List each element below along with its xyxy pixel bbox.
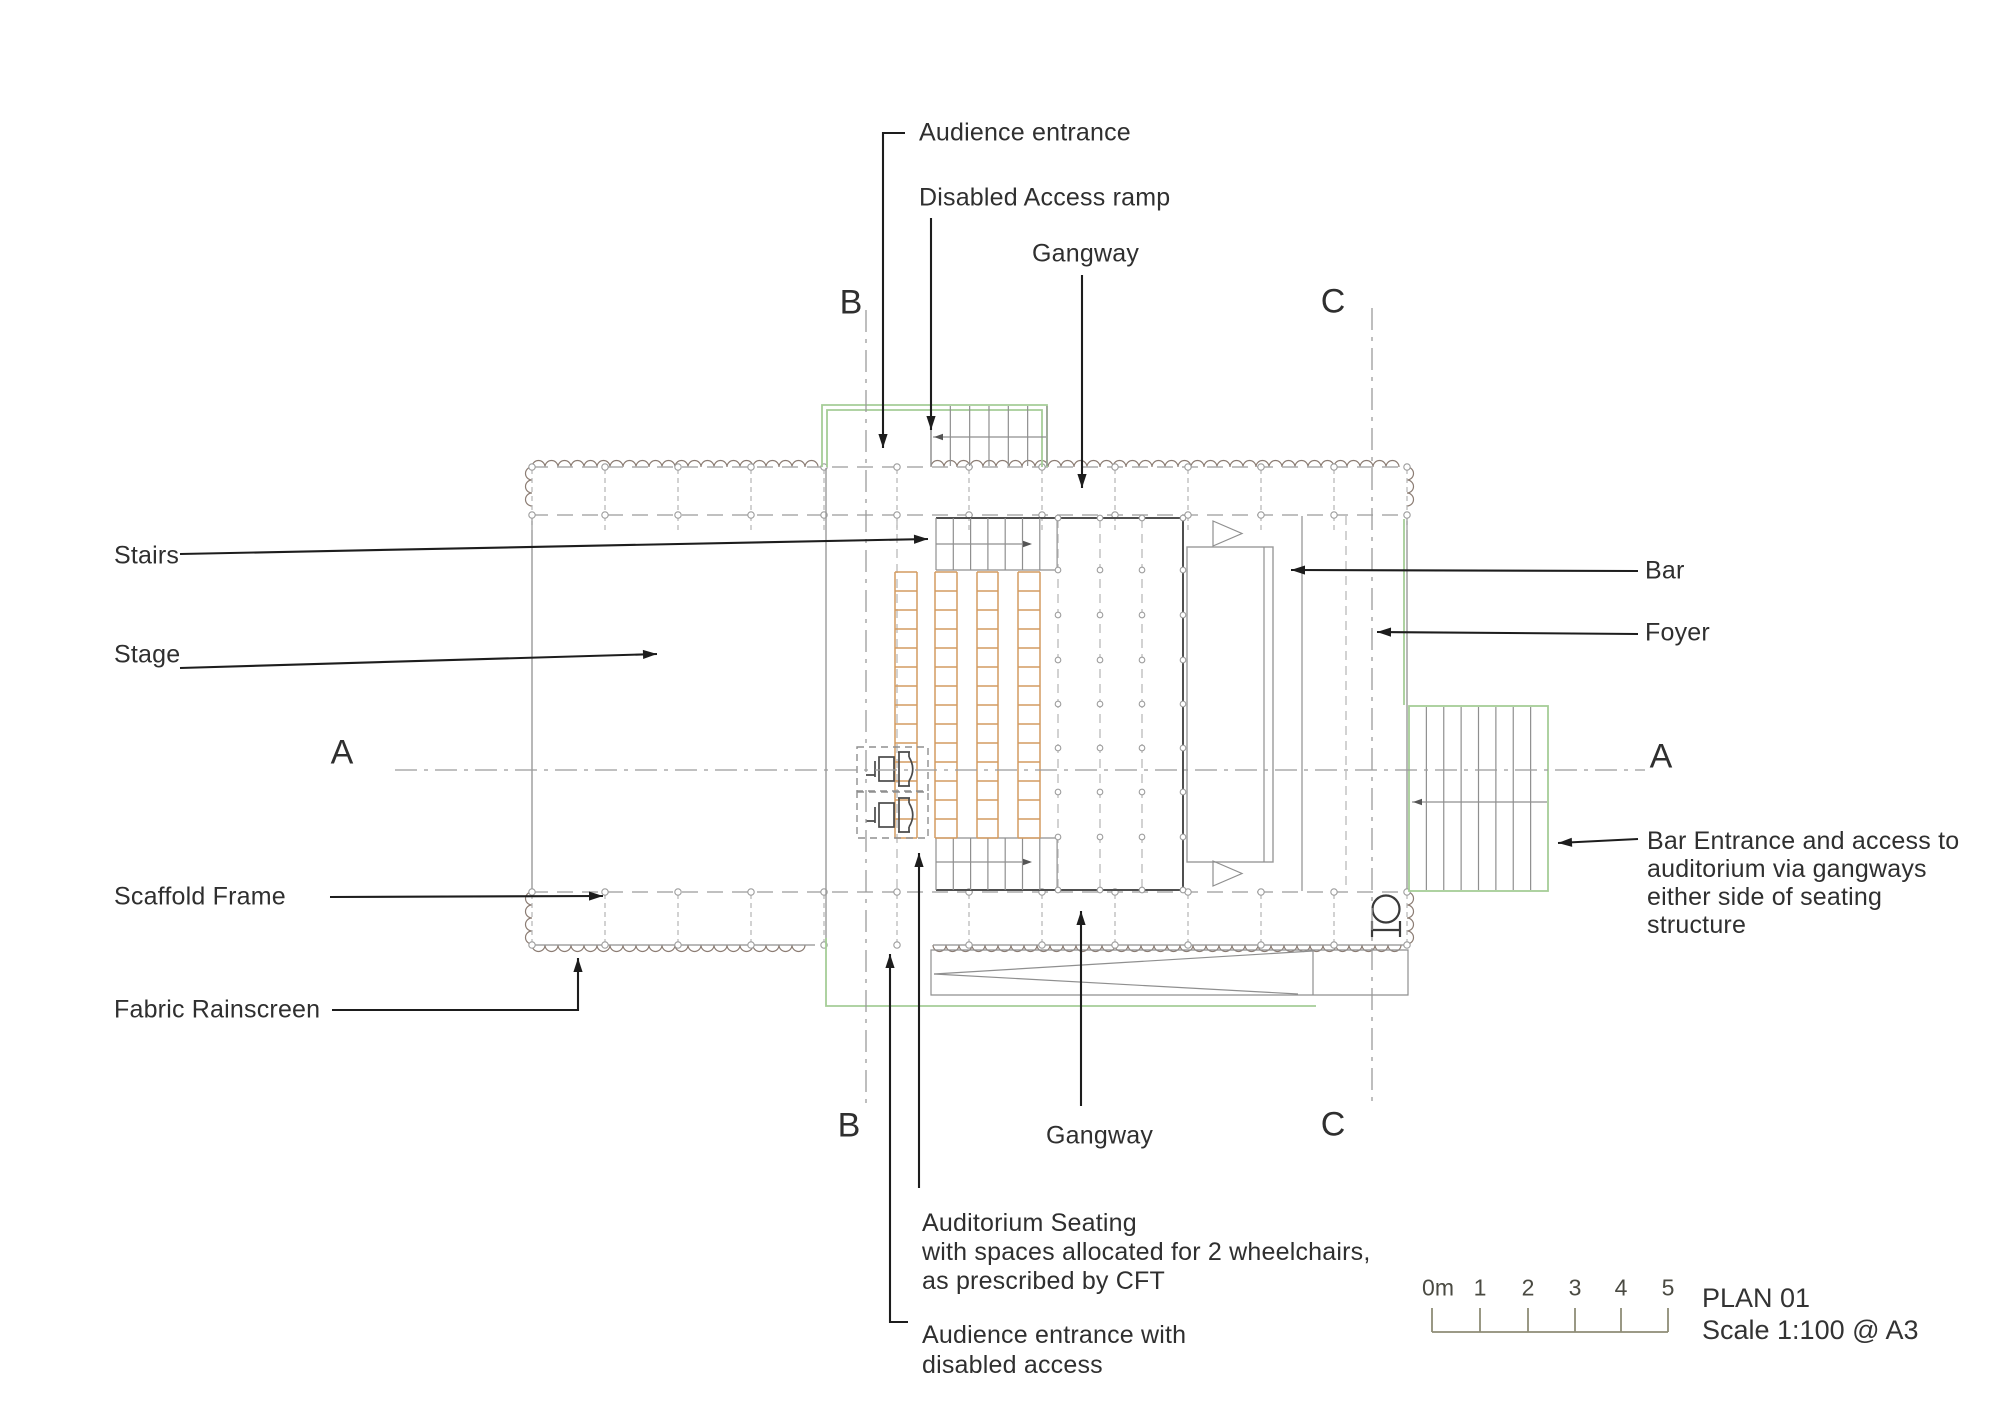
section-marker-b-top: B [839, 283, 863, 322]
plan-scale-note: Scale 1:100 @ A3 [1702, 1315, 1919, 1345]
scale-bar-label-2: 2 [1521, 1274, 1535, 1301]
section-marker-a-right: A [1649, 737, 1673, 776]
bar-area [1186, 520, 1274, 887]
fabric-rainscreen-edge [524, 459, 1415, 953]
section-marker-a-left: A [330, 733, 354, 772]
callout-audience-entrance-disabled: Audience entrance with disabled access [922, 1321, 1187, 1379]
scale-bar-label-1: 1 [1473, 1274, 1487, 1301]
scale-bar-label-4: 4 [1614, 1274, 1628, 1301]
bar-entrance-stair [1403, 519, 1549, 892]
callout-foyer: Foyer [1645, 618, 1710, 647]
door-swing-icon [1212, 860, 1244, 887]
scale-bar-label-5: 5 [1661, 1274, 1675, 1301]
callout-bar-entrance: Bar Entrance and access to auditorium vi… [1647, 827, 1960, 939]
section-marker-c-bottom: C [1320, 1105, 1346, 1144]
audience-entrance-ramp [821, 404, 1048, 467]
callout-fabric-rainscreen: Fabric Rainscreen [114, 995, 321, 1024]
scaffold-frame [528, 463, 1411, 949]
plan-title: PLAN 01 [1702, 1283, 1811, 1313]
foyer-area [1301, 516, 1347, 891]
section-marker-c-top: C [1320, 282, 1346, 321]
wheelchair-plan-icon [866, 751, 914, 787]
callout-stage: Stage [114, 640, 181, 669]
auditorium-structure [825, 468, 1187, 944]
wc-fixture-icon [1370, 894, 1402, 937]
scale-bar-label-0m: 0m [1422, 1274, 1454, 1301]
section-marker-b-bottom: B [837, 1106, 861, 1145]
leader-lines [179, 131, 1639, 1324]
door-swing-icon [1212, 520, 1244, 547]
callout-audience-entrance: Audience entrance [919, 118, 1131, 147]
callout-auditorium-seating: Auditorium Seating with spaces allocated… [922, 1209, 1371, 1295]
scale-bar [1431, 1308, 1669, 1333]
disabled-access-ramp-plan [825, 938, 1409, 1007]
callout-scaffold-frame: Scaffold Frame [114, 882, 286, 911]
wheelchair-plan-icon [866, 797, 914, 833]
callout-gangway-top: Gangway [1032, 239, 1140, 268]
scale-bar-label-3: 3 [1568, 1274, 1582, 1301]
callout-stairs: Stairs [114, 541, 180, 570]
callout-bar: Bar [1645, 556, 1685, 585]
callout-disabled-access-ramp: Disabled Access ramp [919, 183, 1171, 212]
wheelchair-spaces [856, 746, 929, 839]
callout-gangway-bottom: Gangway [1046, 1121, 1154, 1150]
section-lines [395, 308, 1645, 1106]
auditorium-seating-rows [894, 571, 1041, 839]
